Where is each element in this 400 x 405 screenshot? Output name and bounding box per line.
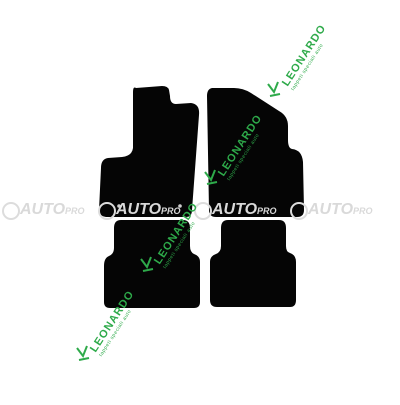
autopro-watermark-2: AUTOPRO	[116, 201, 181, 218]
mat-clip-right	[178, 204, 182, 208]
autopro-watermark-1: AUTOPRO	[20, 201, 85, 218]
leonardo-mark-icons	[76, 81, 281, 361]
front-left-mat	[99, 86, 200, 217]
mat-clip-left	[117, 204, 121, 208]
autopro-watermark-4: AUTOPRO	[308, 201, 373, 218]
autopro-watermark-3: AUTOPRO	[212, 201, 277, 218]
rear-left-mat	[104, 220, 200, 308]
autopro-watermark-marks	[2, 202, 308, 220]
rear-right-mat	[210, 220, 296, 307]
front-right-mat	[207, 88, 304, 217]
